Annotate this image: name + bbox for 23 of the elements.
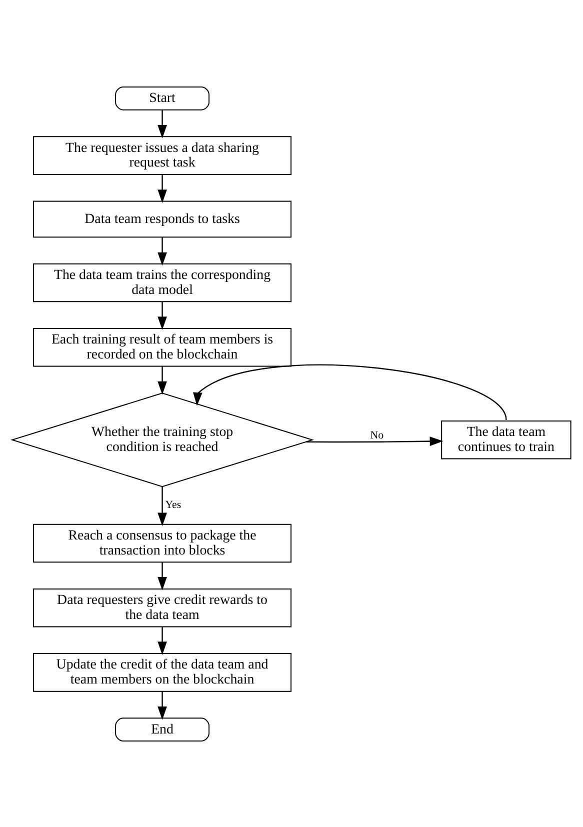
arrow	[192, 364, 507, 420]
node-box: The data team trains the corresponding data model	[33, 262, 292, 302]
node-box: Data requesters give credit rewards to the data team	[33, 588, 292, 627]
edge-label: Yes	[165, 498, 182, 511]
arrow	[158, 236, 167, 266]
node-box: End	[115, 717, 210, 742]
arrow	[158, 486, 167, 526]
node-box: Reach a consensus to package the transaction into blocks	[33, 523, 292, 562]
node-box: The requester issues a data sharing request task	[33, 136, 292, 174]
arrow	[158, 562, 167, 590]
edge-label: No	[370, 429, 384, 442]
arrow	[306, 436, 444, 446]
node-box: Data team responds to tasks	[33, 200, 292, 238]
arrow	[158, 174, 167, 203]
node-box: The data team continues to train	[441, 420, 572, 459]
arrow	[158, 110, 167, 138]
node-box: Each training result of team members is recorded on the blockchain	[33, 328, 292, 366]
node-box: Update the credit of the data team and team members on the blockchain	[33, 652, 292, 692]
arrow	[158, 691, 167, 720]
arrow	[158, 301, 167, 330]
node-box: Start	[115, 86, 210, 110]
arrow	[158, 366, 167, 394]
arrow	[158, 626, 167, 654]
